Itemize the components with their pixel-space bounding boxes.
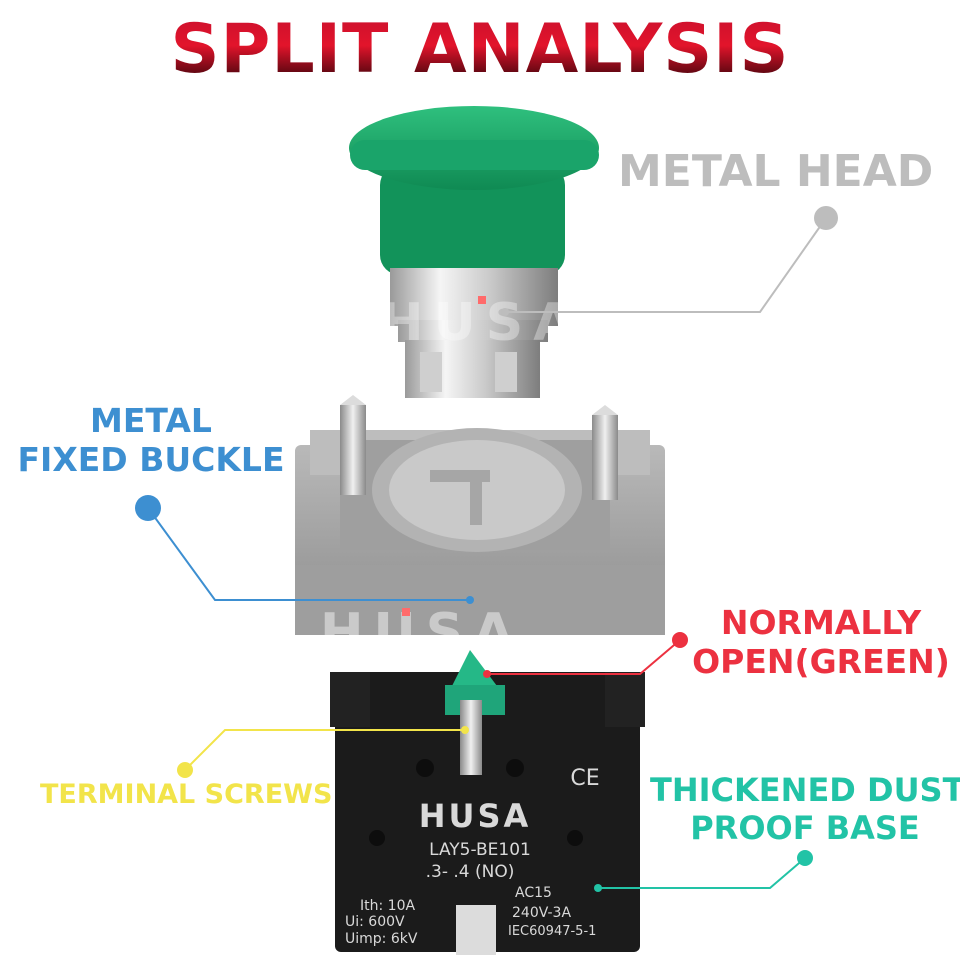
label-metal-head: METAL HEAD [618, 146, 934, 197]
standard-mark: IEC60947-5-1 [508, 924, 596, 939]
label-dust-base-line1: THICKENED DUST [650, 771, 960, 809]
callout-normally-open [483, 632, 688, 678]
ce-mark: CE [570, 766, 599, 791]
brand-mark: HUSA [419, 797, 532, 835]
label-terminal-screws: TERMINAL SCREWS [40, 779, 333, 810]
callout-terminal-screws [177, 726, 469, 778]
fixed-buckle-part [295, 395, 665, 635]
label-dust-base: THICKENED DUST PROOF BASE [650, 771, 960, 848]
label-fixed-buckle-line2: FIXED BUCKLE [17, 439, 285, 479]
terminal-mark: .3- .4 (NO) [426, 862, 515, 882]
model-mark: LAY5-BE101 [429, 840, 531, 860]
label-dust-base-line2: PROOF BASE [690, 808, 920, 847]
label-normally-open-line1: NORMALLY [720, 603, 922, 642]
callout-fixed-buckle [135, 495, 474, 604]
metal-head-part [349, 106, 599, 398]
label-fixed-buckle-line1: METAL [90, 401, 212, 440]
ac-mark: AC15 [515, 885, 552, 901]
uimp-mark: Uimp: 6kV [345, 931, 418, 947]
contact-block-part: CE HUSA LAY5-BE101 .3- .4 (NO) Ith: 10A … [330, 650, 645, 955]
ui-mark: Ui: 600V [345, 914, 405, 930]
ith-mark: Ith: 10A [360, 898, 415, 914]
callout-metal-head [501, 206, 838, 316]
label-normally-open: NORMALLY OPEN(GREEN) [690, 603, 952, 682]
rating-mark: 240V-3A [512, 905, 571, 921]
label-fixed-buckle: METAL FIXED BUCKLE [10, 401, 292, 480]
label-normally-open-line2: OPEN(GREEN) [692, 641, 950, 681]
page-title: SPLIT ANALYSIS [0, 10, 960, 89]
watermark-mid: HUSA [320, 603, 523, 663]
watermark-top: HUSA [380, 293, 583, 353]
callout-dust-base [594, 850, 813, 892]
